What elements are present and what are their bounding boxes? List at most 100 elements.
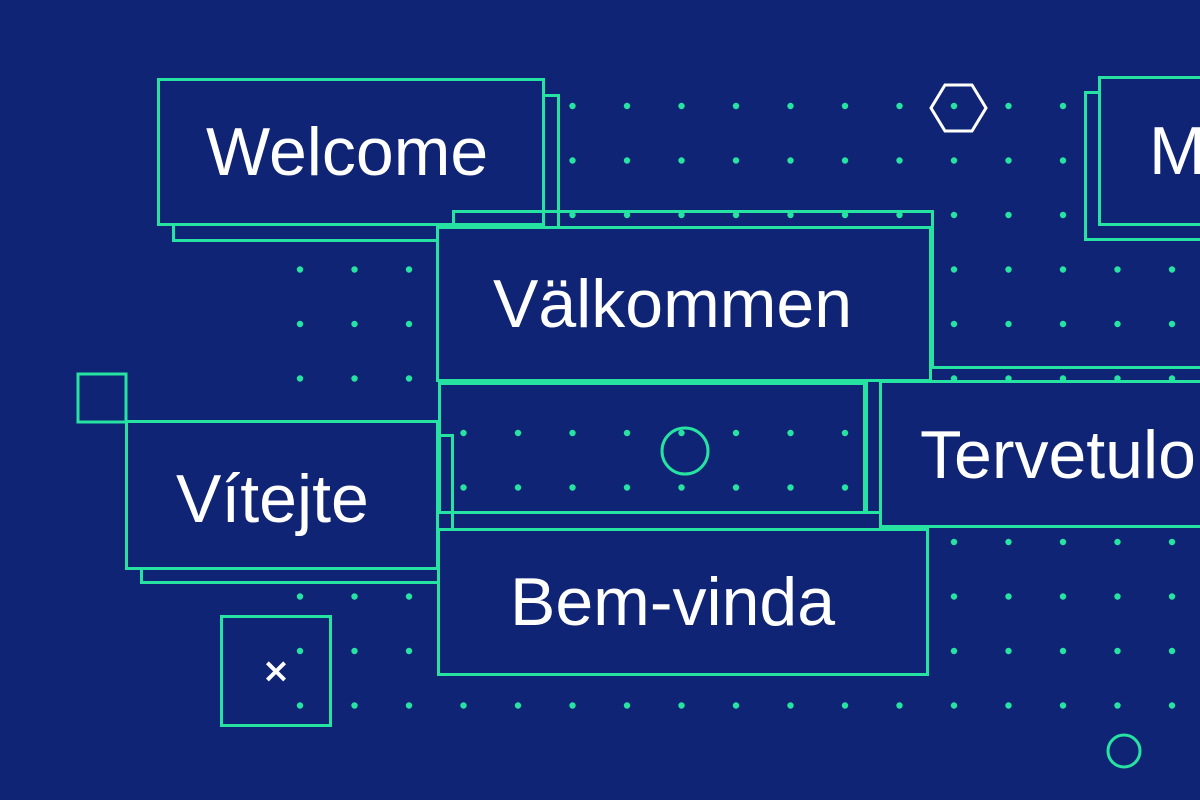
dot — [514, 429, 522, 437]
dot — [1114, 593, 1121, 600]
dot — [1168, 647, 1176, 655]
dot — [405, 593, 413, 600]
dot — [787, 102, 794, 110]
dot — [896, 102, 903, 110]
dot — [623, 429, 631, 437]
dot — [514, 702, 522, 709]
dot — [623, 484, 631, 491]
dot — [405, 375, 413, 382]
dot — [514, 484, 522, 491]
dot — [950, 102, 958, 110]
dot — [296, 647, 304, 655]
dot — [1005, 593, 1012, 600]
dot — [678, 429, 685, 437]
dot — [1168, 266, 1176, 273]
dot — [787, 211, 794, 219]
dot — [1114, 538, 1121, 546]
dot — [569, 102, 576, 110]
dot — [678, 702, 685, 709]
dot — [1059, 211, 1067, 219]
dot — [623, 702, 631, 709]
dot — [1059, 593, 1067, 600]
hexagon-icon — [929, 83, 988, 133]
dot — [1005, 647, 1012, 655]
dot — [351, 647, 358, 655]
dot — [787, 157, 794, 164]
dot — [732, 157, 740, 164]
dot — [1168, 593, 1176, 600]
dot — [1168, 702, 1176, 709]
dot — [569, 702, 576, 709]
dot — [1168, 538, 1176, 546]
dot — [678, 102, 685, 110]
greeting-card-welcome: Welcome — [157, 78, 545, 226]
greeting-text: Tervetulo — [920, 417, 1196, 493]
dot — [841, 211, 849, 219]
dot — [732, 429, 740, 437]
dot — [460, 702, 467, 709]
circle-icon — [660, 426, 710, 476]
dot — [623, 102, 631, 110]
dot — [460, 484, 467, 491]
dot — [405, 647, 413, 655]
dot — [569, 429, 576, 437]
dot — [569, 157, 576, 164]
dot — [296, 320, 304, 328]
dot — [351, 702, 358, 709]
dot — [841, 157, 849, 164]
dot — [1114, 702, 1121, 709]
dot — [787, 484, 794, 491]
dot — [1059, 266, 1067, 273]
dot — [787, 702, 794, 709]
dot — [405, 702, 413, 709]
dot — [950, 211, 958, 219]
greeting-card-valkommen: Välkommen — [436, 226, 932, 382]
greeting-card-partial-top-right: M — [1098, 76, 1200, 226]
greeting-card-bem-vinda: Bem-vinda — [437, 528, 929, 676]
dot — [950, 702, 958, 709]
greeting-card-vitejte: Vítejte — [125, 420, 439, 570]
dot — [1168, 320, 1176, 328]
dot — [732, 102, 740, 110]
dot — [1005, 702, 1012, 709]
dot — [1059, 157, 1067, 164]
dot — [569, 484, 576, 491]
dot — [296, 375, 304, 382]
dot — [405, 266, 413, 273]
dot — [1114, 320, 1121, 328]
dot — [1059, 647, 1067, 655]
greeting-text: Bem-vinda — [510, 564, 836, 640]
dot — [841, 102, 849, 110]
dot — [678, 484, 685, 491]
dot — [678, 211, 685, 219]
dot — [896, 211, 903, 219]
dot — [1005, 266, 1012, 273]
dot — [950, 266, 958, 273]
dot — [1005, 538, 1012, 546]
dot — [841, 429, 849, 437]
dot — [950, 157, 958, 164]
dot — [950, 320, 958, 328]
dot — [896, 702, 903, 709]
dot — [896, 157, 903, 164]
square-icon — [76, 372, 128, 424]
dot — [623, 157, 631, 164]
dot — [1005, 102, 1012, 110]
dot — [950, 647, 958, 655]
dot — [351, 266, 358, 273]
dot — [623, 211, 631, 219]
dot — [950, 538, 958, 546]
dot — [1059, 102, 1067, 110]
dot — [841, 702, 849, 709]
dot — [1114, 647, 1121, 655]
greeting-text: Welcome — [206, 114, 489, 190]
dot — [1059, 538, 1067, 546]
greeting-text: Välkommen — [493, 266, 853, 342]
close-icon: × — [261, 651, 291, 691]
greeting-text: M — [1149, 113, 1200, 189]
dot — [678, 157, 685, 164]
dot — [732, 702, 740, 709]
dot — [1005, 157, 1012, 164]
dot — [1005, 320, 1012, 328]
